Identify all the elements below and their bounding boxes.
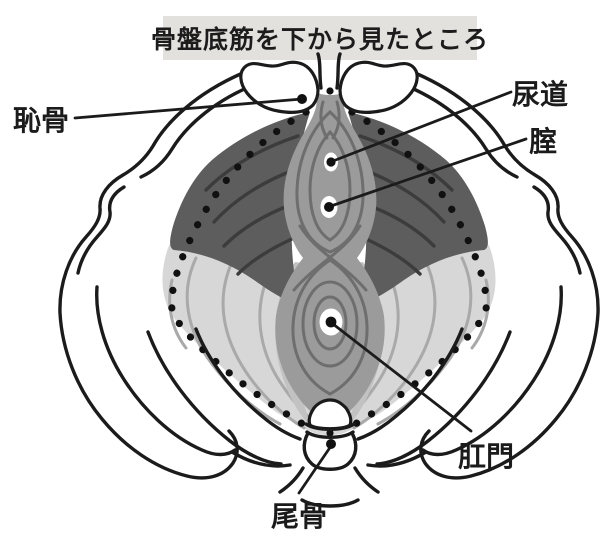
urogenital-lens: [295, 109, 365, 254]
vagina-pointer-dot: [324, 202, 334, 212]
pubic-bone-pointer-dot: [297, 94, 307, 104]
urethra-label: 尿道: [512, 78, 568, 111]
anus-label: 肛門: [458, 440, 514, 473]
coccyx-leader-line: [297, 444, 333, 495]
title-box: 骨盤底筋を下から見たところ: [151, 16, 489, 60]
vagina-label: 腟: [529, 125, 557, 158]
pubic-bone-leader-line: [73, 97, 304, 120]
anus-pointer-dot: [325, 316, 337, 328]
diagram-title: 骨盤底筋を下から見たところ: [151, 25, 489, 54]
title-background: [163, 16, 477, 60]
coccyx-label: 尾骨: [271, 500, 327, 533]
anus-leader-line: [331, 322, 473, 433]
coccyx-pointer-dot: [326, 439, 336, 449]
urethra-leader-line: [331, 90, 513, 163]
anal-lens: [291, 258, 369, 396]
urethra-pointer-dot: [326, 157, 336, 167]
pubic-bone-label: 恥骨: [13, 104, 69, 137]
coccyx-bone: [300, 398, 360, 508]
central-muscle-band: [275, 92, 385, 422]
vagina-leader-line: [329, 137, 528, 208]
annotations: 恥骨 尿道 腟 肛門 尾骨: [13, 78, 568, 533]
